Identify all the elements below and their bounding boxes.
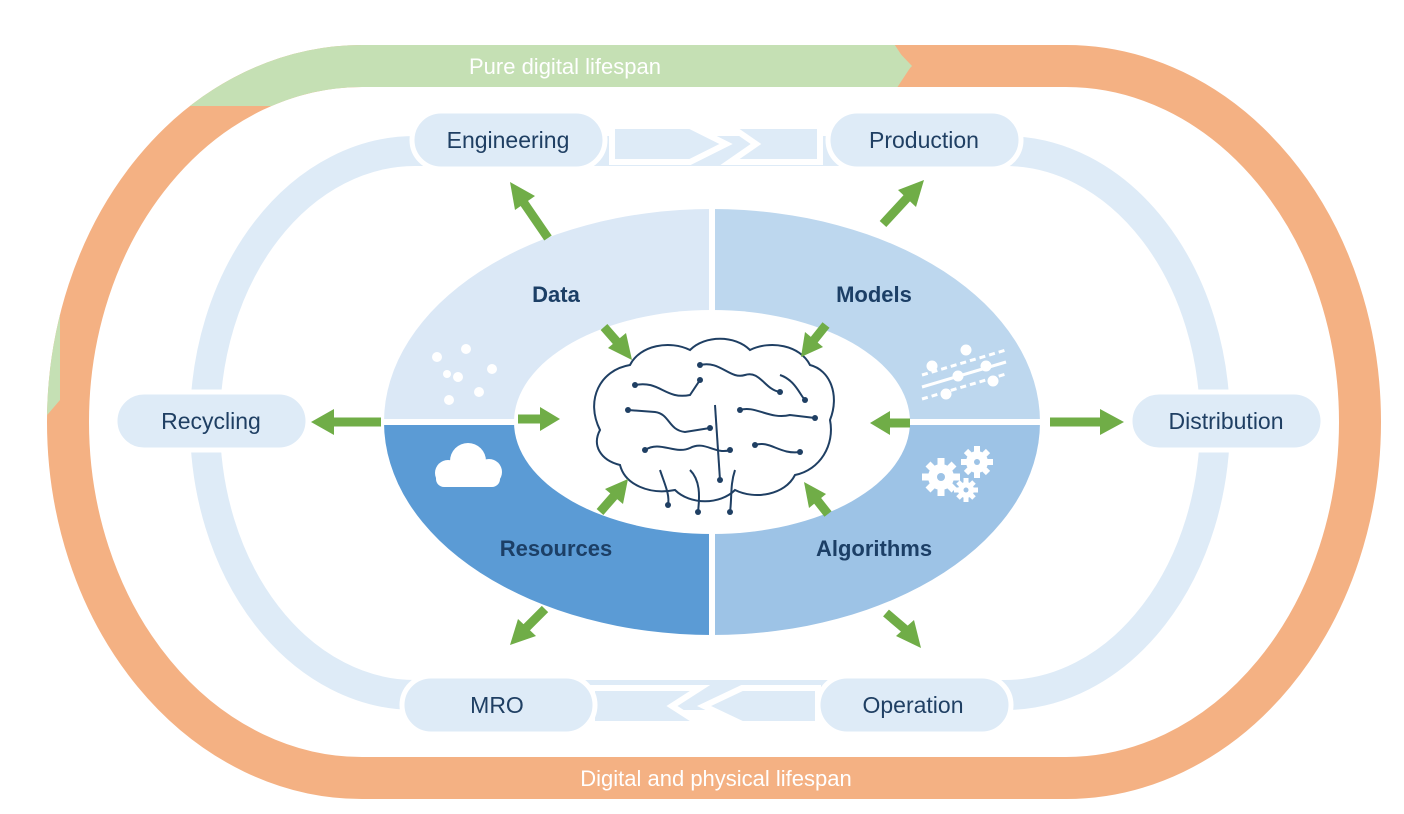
lifespan-band: Pure digital lifespan Digital and physic…	[47, 45, 1381, 799]
resources-label: Resources	[500, 536, 613, 561]
algorithms-label: Algorithms	[816, 536, 932, 561]
stage-recycling: Recycling	[112, 389, 311, 453]
stage-operation: Operation	[815, 673, 1014, 737]
arrow-algorithms-to-center	[804, 482, 832, 517]
stage-production: Production	[825, 108, 1024, 172]
flow-chevron-bottom	[696, 685, 821, 727]
pure-digital-arrowhead	[872, 45, 912, 87]
digital-physical-band	[47, 45, 1381, 799]
svg-text:Distribution: Distribution	[1168, 408, 1283, 434]
svg-text:MRO: MRO	[470, 692, 524, 718]
scatter-dots-icon	[432, 344, 497, 405]
arrow-to-production	[879, 180, 924, 228]
pure-digital-label: Pure digital lifespan	[469, 54, 661, 79]
brain-circuit-icon	[593, 337, 835, 513]
digital-physical-label: Digital and physical lifespan	[580, 766, 852, 791]
flow-chevron-top-2	[720, 123, 823, 165]
stage-engineering: Engineering	[409, 108, 608, 172]
stage-mro: MRO	[399, 673, 598, 737]
arrow-data-to-center	[600, 324, 632, 360]
regression-lines-icon	[921, 344, 1007, 401]
svg-text:Production: Production	[869, 127, 979, 153]
arrow-to-recycling	[311, 409, 381, 435]
physical-band-tip	[48, 400, 88, 440]
arrow-data-left-to-center	[518, 407, 560, 431]
arrow-models-right-to-center	[870, 411, 910, 435]
svg-text:Engineering: Engineering	[447, 127, 570, 153]
svg-text:Operation: Operation	[862, 692, 963, 718]
core-ring	[380, 200, 1045, 645]
stage-distribution: Distribution	[1127, 389, 1326, 453]
green-arrows	[311, 180, 1124, 648]
flow-chevron-top	[609, 123, 733, 165]
arrow-resources-to-center	[596, 479, 628, 515]
arrow-to-engineering	[510, 182, 552, 241]
arrow-to-mro	[510, 605, 549, 645]
flow-chevron-bottom-2	[589, 685, 711, 727]
brain-circuit-nodes	[625, 362, 818, 515]
svg-text:Recycling: Recycling	[161, 408, 261, 434]
data-label: Data	[532, 282, 580, 307]
arrow-models-to-center	[801, 322, 830, 357]
gears-icon	[922, 446, 993, 502]
arrow-to-operation	[883, 609, 921, 648]
arrow-to-distribution	[1050, 409, 1124, 435]
models-label: Models	[836, 282, 912, 307]
cloud-icon	[435, 443, 502, 487]
